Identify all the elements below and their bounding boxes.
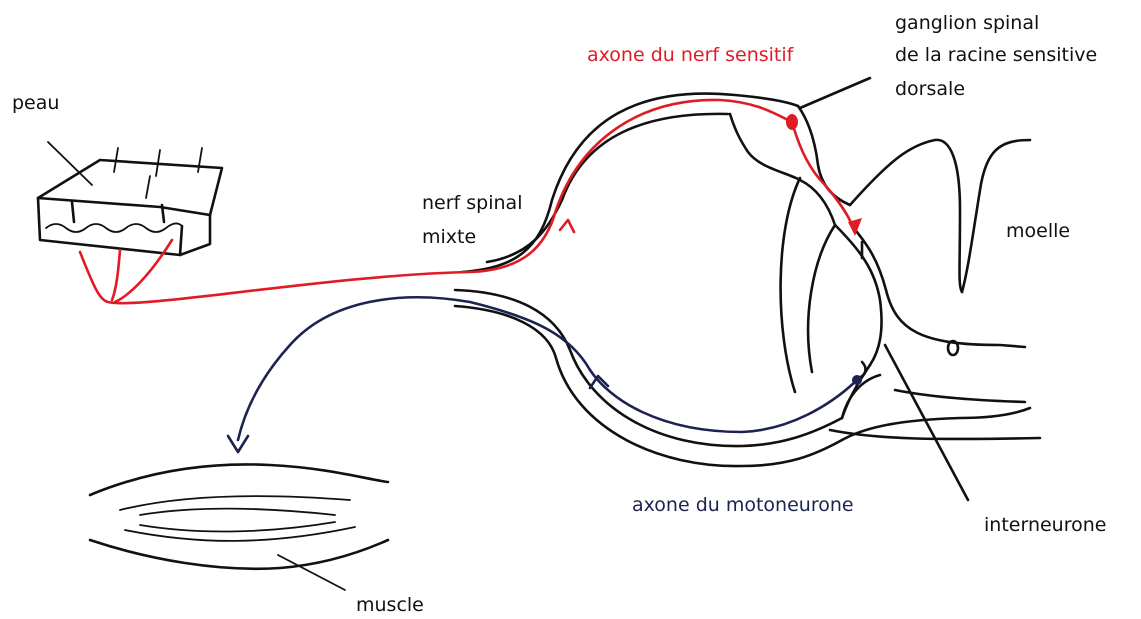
- label-muscle: muscle: [356, 594, 424, 617]
- label-ganglion-line3: dorsale: [895, 78, 965, 101]
- label-nerf-line1: nerf spinal: [422, 192, 522, 215]
- label-ganglion-line2: de la racine sensitive: [895, 44, 1097, 67]
- label-interneurone: interneurone: [984, 514, 1106, 537]
- label-peau: peau: [12, 92, 59, 115]
- skin-block: [38, 148, 222, 255]
- muscle-shape: [90, 464, 388, 568]
- label-ganglion-line1: ganglion spinal: [895, 12, 1039, 35]
- ganglion-pointer: [800, 78, 870, 108]
- label-axone-moto: axone du motoneurone: [632, 494, 854, 517]
- label-moelle: moelle: [1006, 220, 1070, 243]
- interneuron-cell: [858, 242, 865, 378]
- motor-axon: [228, 297, 862, 452]
- muscle-pointer: [278, 555, 345, 590]
- spinal-nerve-outline: [455, 94, 850, 467]
- spinal-cord: [830, 140, 1040, 440]
- label-axone-sensitif: axone du nerf sensitif: [587, 44, 793, 67]
- label-nerf-line2: mixte: [422, 226, 476, 249]
